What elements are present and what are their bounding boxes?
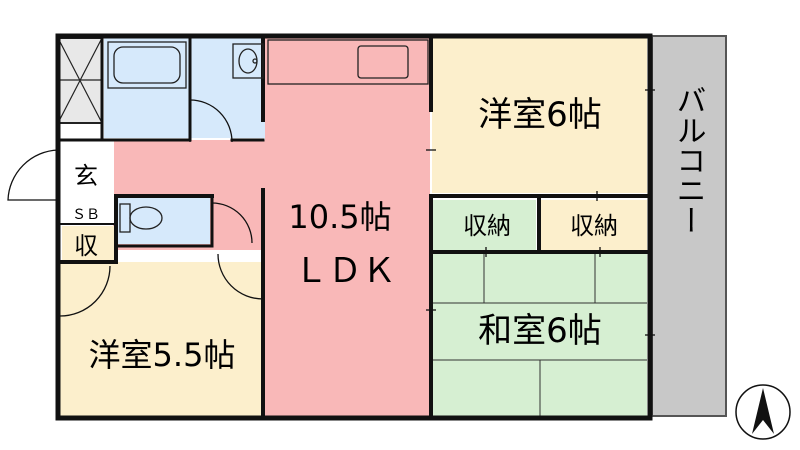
- western-room-5-5-label: 洋室5.5帖: [89, 336, 236, 374]
- storage-room-1: [432, 200, 536, 250]
- entrance-floor: [62, 140, 114, 204]
- tatami-pattern: [432, 254, 647, 416]
- toilet-icon: [119, 203, 163, 233]
- shoe-box-label: ＳＢ: [72, 207, 100, 223]
- ldk-type-label: ＬＤＫ: [294, 251, 396, 291]
- washroom: [191, 38, 265, 138]
- door-swings: [7, 99, 264, 317]
- western-room-5-5: [60, 262, 265, 416]
- japanese-room-6-label: 和室6帖: [478, 311, 602, 351]
- ldk-room: [265, 38, 430, 416]
- balcony-area: [651, 35, 727, 417]
- toilet-room: [118, 196, 210, 244]
- ldk-size-label: 10.5帖: [288, 198, 391, 236]
- western-room-6: [432, 38, 647, 193]
- storage-room-2: [541, 200, 647, 250]
- washbasin-icon: [232, 43, 264, 79]
- storage-1-label: 収納: [463, 212, 511, 240]
- western-room-6-label: 洋室6帖: [478, 95, 602, 135]
- balcony-label: バルコニー: [671, 85, 706, 235]
- walls: [55, 33, 653, 421]
- small-storage-label: 収: [74, 232, 98, 260]
- sink-icon: [267, 39, 429, 85]
- compass-icon: [735, 384, 791, 440]
- bathtub-icon: [107, 41, 187, 89]
- entrance-label: 玄: [74, 162, 98, 190]
- shoe-box-area: [62, 203, 114, 223]
- storage-2-label: 収納: [570, 212, 618, 240]
- small-storage-area: [62, 226, 114, 262]
